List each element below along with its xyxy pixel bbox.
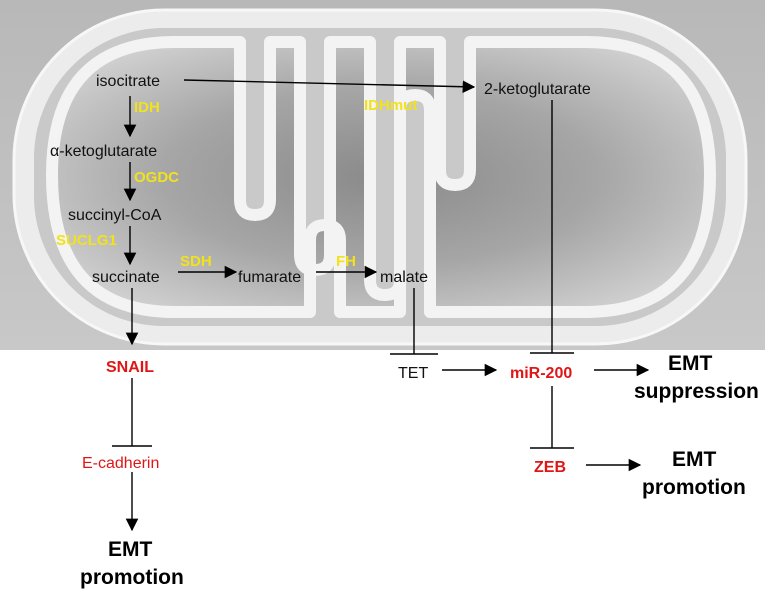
idhmut-enzyme-label: IDHmut <box>364 97 417 114</box>
alpha-ketoglutarate-label: α-ketoglutarate <box>50 143 157 160</box>
two-ketoglutarate-label: 2-ketoglutarate <box>484 81 591 98</box>
left-emt-label: EMT <box>108 538 153 561</box>
malate-label: malate <box>380 269 428 286</box>
pathway-arrows <box>123 79 476 279</box>
arrow-isocitrate-to-2kg <box>183 79 476 94</box>
ecadherin-label: E-cadherin <box>82 455 159 472</box>
left-promotion-label: promotion <box>80 566 184 589</box>
isocitrate-label: isocitrate <box>96 73 160 90</box>
succinyl-coa-label: succinyl-CoA <box>68 207 162 224</box>
signaling-lines <box>112 100 650 532</box>
mir200-label: miR-200 <box>510 365 572 382</box>
suclg1-enzyme-label: SUCLG1 <box>56 232 117 249</box>
mir-suppression-label: suppression <box>634 380 759 403</box>
sdh-enzyme-label: SDH <box>180 253 212 270</box>
zeb-emt-label: EMT <box>672 448 717 471</box>
succinate-label: succinate <box>92 269 160 286</box>
idh-enzyme-label: IDH <box>134 99 160 116</box>
zeb-promotion-label: promotion <box>642 476 746 499</box>
mir-emt-label: EMT <box>668 352 713 375</box>
snail-label: SNAIL <box>106 359 154 376</box>
fumarate-label: fumarate <box>238 269 301 286</box>
fh-enzyme-label: FH <box>336 253 356 270</box>
zeb-label: ZEB <box>534 459 566 476</box>
inner-membrane <box>46 36 716 318</box>
ogdc-enzyme-label: OGDC <box>134 169 179 186</box>
tet-label: TET <box>398 365 428 382</box>
